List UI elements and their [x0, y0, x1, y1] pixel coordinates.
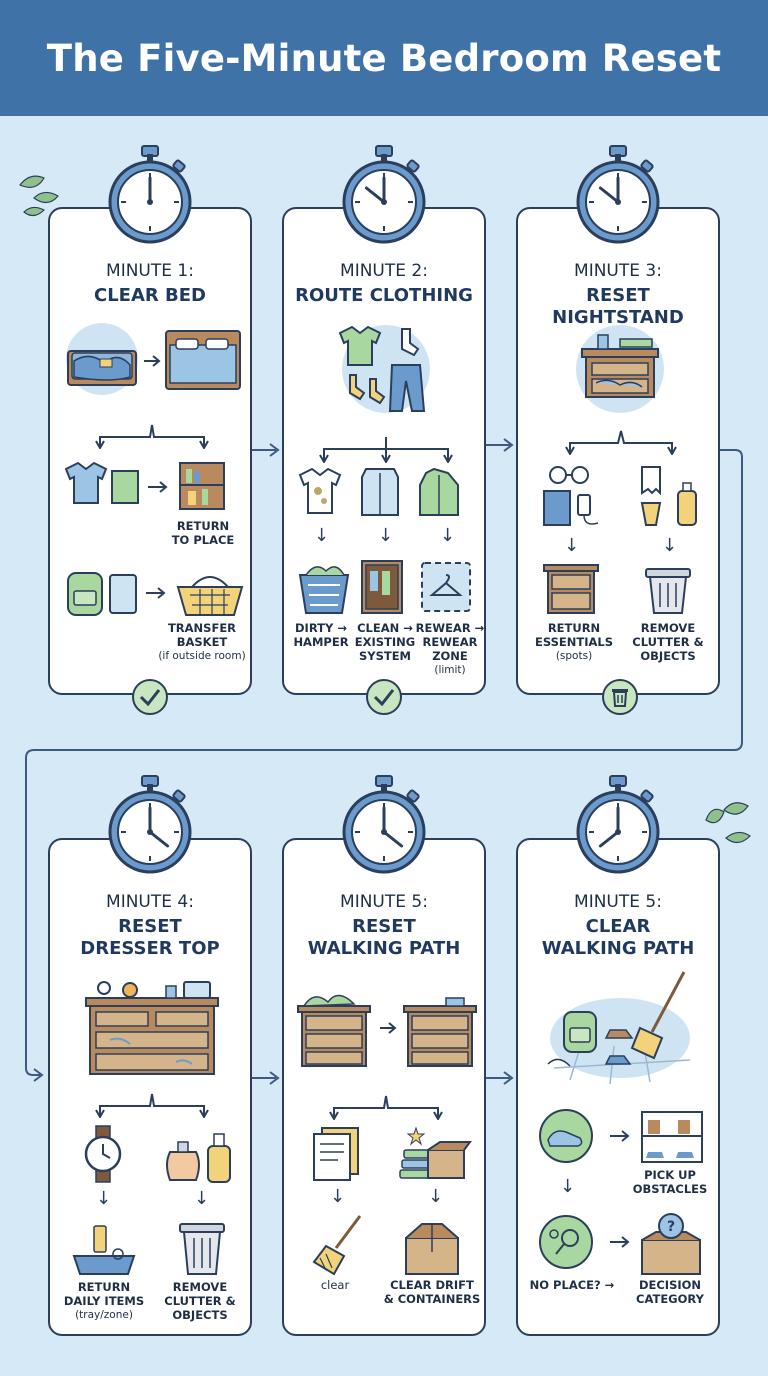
hamper-wardrobe-hanger-icon: [298, 560, 471, 614]
cluttered-dresser-icon: [85, 981, 219, 1075]
card-minute-3: MINUTE 3: RESET NIGHTSTAND ↓ ↓: [516, 207, 720, 715]
no-place-to-decision-box-icon: ?: [539, 1213, 701, 1275]
down-arrow-icon: ↓: [96, 1188, 112, 1209]
minute-title: ROUTE CLOTHING: [295, 285, 473, 306]
backpack-tablet-to-basket-icon: [67, 572, 244, 616]
minute-number: MINUTE 4:: [106, 892, 194, 912]
messy-bed-to-made-bed-icon: [66, 323, 241, 395]
nightstand-and-trash-can-icon: [543, 564, 691, 614]
stopwatch-icon: [342, 145, 426, 244]
sweeping-floor-icon: [547, 971, 691, 1085]
minute-number: MINUTE 5:: [574, 892, 662, 912]
branch-bracket: [95, 424, 209, 449]
label-no-place: NO PLACE? →: [529, 1278, 615, 1292]
down-arrow-icon: ↓: [314, 525, 330, 546]
branch-bracket: [329, 1095, 443, 1120]
clothing-pile-icon: [338, 325, 430, 413]
down-arrow-icon: ↓: [330, 1186, 346, 1207]
check-icon: [366, 679, 402, 715]
minute-title: CLEAR BED: [94, 285, 206, 306]
stopwatch-icon: [108, 145, 192, 244]
stopwatch-icon: [576, 145, 660, 244]
shoe-to-shoe-rack-icon: [539, 1109, 703, 1163]
down-arrow-icon: ↓: [662, 535, 678, 556]
shirt-book-to-shelf-icon: [64, 461, 225, 510]
label-clear-drift-containers: CLEAR DRIFT& CONTAINERS: [383, 1278, 481, 1306]
label-dirty-hamper: DIRTY →HAMPER: [293, 621, 349, 649]
svg-text:?: ?: [667, 1219, 675, 1235]
branch-bracket: [565, 430, 677, 455]
down-arrow-icon: ↓: [560, 1176, 576, 1197]
minute-number: MINUTE 1:: [106, 261, 194, 281]
cluttered-nightstand-icon: [576, 325, 664, 413]
check-icon: [132, 679, 168, 715]
leaf-decoration-bottom: [705, 802, 751, 844]
messy-to-clean-dresser-icon: [297, 994, 477, 1067]
down-arrow-icon: ↓: [378, 525, 394, 546]
label-clear: clear: [320, 1278, 350, 1292]
minute-title: RESET NIGHTSTAND: [552, 285, 684, 328]
papers-and-toys-box-icon: [313, 1126, 472, 1181]
down-arrow-icon: ↓: [564, 535, 580, 556]
tray-and-trash-can-icon: [72, 1223, 225, 1275]
branch-bracket-three: [319, 437, 453, 463]
header-banner: The Five-Minute Bedroom Reset: [0, 0, 768, 116]
down-arrow-icon: ↓: [440, 525, 456, 546]
broom-and-box-icon: [312, 1215, 459, 1276]
down-arrow-icon: ↓: [428, 1186, 444, 1207]
essentials-and-clutter-icon: [543, 466, 697, 526]
stopwatch-icon: [342, 775, 426, 874]
branch-bracket: [95, 1093, 209, 1118]
card-minute-2: MINUTE 2: ROUTE CLOTHING ↓ ↓ ↓ DIRTY →HA…: [282, 207, 486, 715]
dirty-clean-rewear-shirts-icon: [298, 467, 459, 516]
page-title: The Five-Minute Bedroom Reset: [46, 36, 722, 80]
watch-and-perfume-icon: [84, 1125, 231, 1183]
trash-icon: [602, 679, 638, 715]
stopwatch-icon: [108, 775, 192, 874]
stopwatch-icon: [576, 775, 660, 874]
minute-number: MINUTE 5:: [340, 892, 428, 912]
down-arrow-icon: ↓: [194, 1188, 210, 1209]
minute-number: MINUTE 3:: [574, 261, 662, 281]
minute-number: MINUTE 2:: [340, 261, 428, 281]
